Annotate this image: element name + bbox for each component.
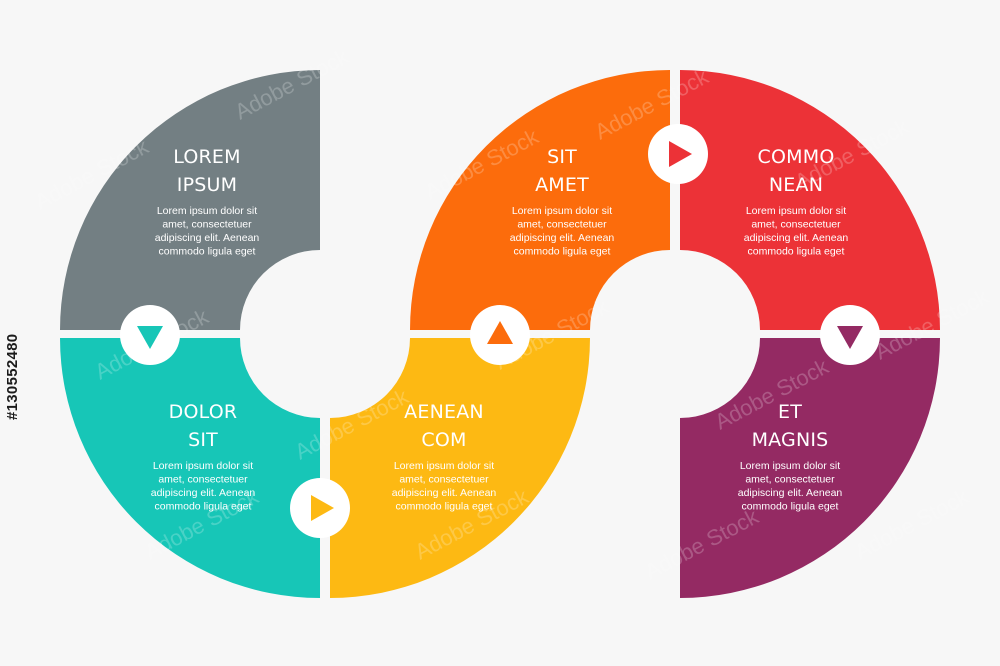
segment-body-line: commodo ligula eget xyxy=(514,246,611,258)
segment-sit-amet xyxy=(410,70,670,330)
segment-text-lorem-ipsum: LOREM IPSUM Lorem ipsum dolor sit amet, con… xyxy=(155,146,260,258)
segment-title-line: IPSUM xyxy=(177,174,237,196)
segment-body-line: amet, consectetuer xyxy=(158,474,248,486)
arrow-right-icon xyxy=(669,141,692,167)
segment-body-line: Lorem ipsum dolor sit xyxy=(512,205,612,217)
segment-dolor-sit xyxy=(60,338,320,598)
segment-body-line: adipiscing elit. Aenean xyxy=(392,487,497,499)
segment-commo-nean xyxy=(680,70,940,330)
arrow-down-icon xyxy=(137,326,163,349)
segment-body-line: Lorem ipsum dolor sit xyxy=(394,460,494,472)
segment-title-line: COMMO xyxy=(758,146,835,168)
segment-text-dolor-sit: DOLOR SIT Lorem ipsum dolor sit amet, conse… xyxy=(151,401,256,513)
segment-body-line: amet, consectetuer xyxy=(751,219,841,231)
segment-text-commo-nean: COMMO NEAN Lorem ipsum dolor sit amet, cons… xyxy=(744,146,849,258)
arrow-badge-4 xyxy=(648,124,708,184)
segment-title-line: AMET xyxy=(535,174,589,196)
segment-body-line: commodo ligula eget xyxy=(742,501,839,513)
segment-body-line: Lorem ipsum dolor sit xyxy=(153,460,253,472)
arrow-badge-1 xyxy=(120,305,180,365)
arrow-up-icon xyxy=(487,321,513,344)
segment-aenean-com xyxy=(330,338,590,598)
segment-body-line: Lorem ipsum dolor sit xyxy=(746,205,846,217)
segment-title-line: MAGNIS xyxy=(752,429,829,451)
segment-et-magnis xyxy=(680,338,940,598)
segment-body-line: adipiscing elit. Aenean xyxy=(151,487,256,499)
stock-id: #130552480 xyxy=(4,333,21,420)
segment-body-line: amet, consectetuer xyxy=(162,219,252,231)
segment-body-line: adipiscing elit. Aenean xyxy=(738,487,843,499)
segment-body-line: commodo ligula eget xyxy=(396,501,493,513)
arrow-badge-3 xyxy=(470,305,530,365)
segment-title-line: AENEAN xyxy=(404,401,484,423)
arrow-right-icon xyxy=(311,495,334,521)
segment-text-sit-amet: SIT AMET Lorem ipsum dolor sit amet, consec… xyxy=(510,146,615,258)
segment-title-line: SIT xyxy=(188,429,218,451)
segment-lorem-ipsum xyxy=(60,70,320,330)
arrow-badge-5 xyxy=(820,305,880,365)
segment-title-line: SIT xyxy=(547,146,577,168)
segment-body-line: Lorem ipsum dolor sit xyxy=(157,205,257,217)
segment-body-line: commodo ligula eget xyxy=(155,501,252,513)
arrow-down-icon xyxy=(837,326,863,349)
segment-body-line: amet, consectetuer xyxy=(517,219,607,231)
segment-body-line: amet, consectetuer xyxy=(399,474,489,486)
segment-body-line: adipiscing elit. Aenean xyxy=(744,232,849,244)
segment-text-aenean-com: AENEAN COM Lorem ipsum dolor sit amet, cons… xyxy=(392,401,497,513)
segment-title-line: COM xyxy=(421,429,466,451)
segment-body-line: commodo ligula eget xyxy=(748,246,845,258)
segment-body-line: commodo ligula eget xyxy=(159,246,256,258)
segment-text-et-magnis: ET MAGNIS Lorem ipsum dolor sit amet, conse… xyxy=(738,401,843,513)
segment-body-line: adipiscing elit. Aenean xyxy=(510,232,615,244)
segment-body-line: amet, consectetuer xyxy=(745,474,835,486)
arrow-badge-2 xyxy=(290,478,350,538)
segment-title-line: DOLOR xyxy=(169,401,238,423)
segment-title-line: NEAN xyxy=(769,174,823,196)
segment-title-line: ET xyxy=(778,401,802,423)
segment-title-line: LOREM xyxy=(173,146,240,168)
segment-body-line: adipiscing elit. Aenean xyxy=(155,232,260,244)
segment-body-line: Lorem ipsum dolor sit xyxy=(740,460,840,472)
